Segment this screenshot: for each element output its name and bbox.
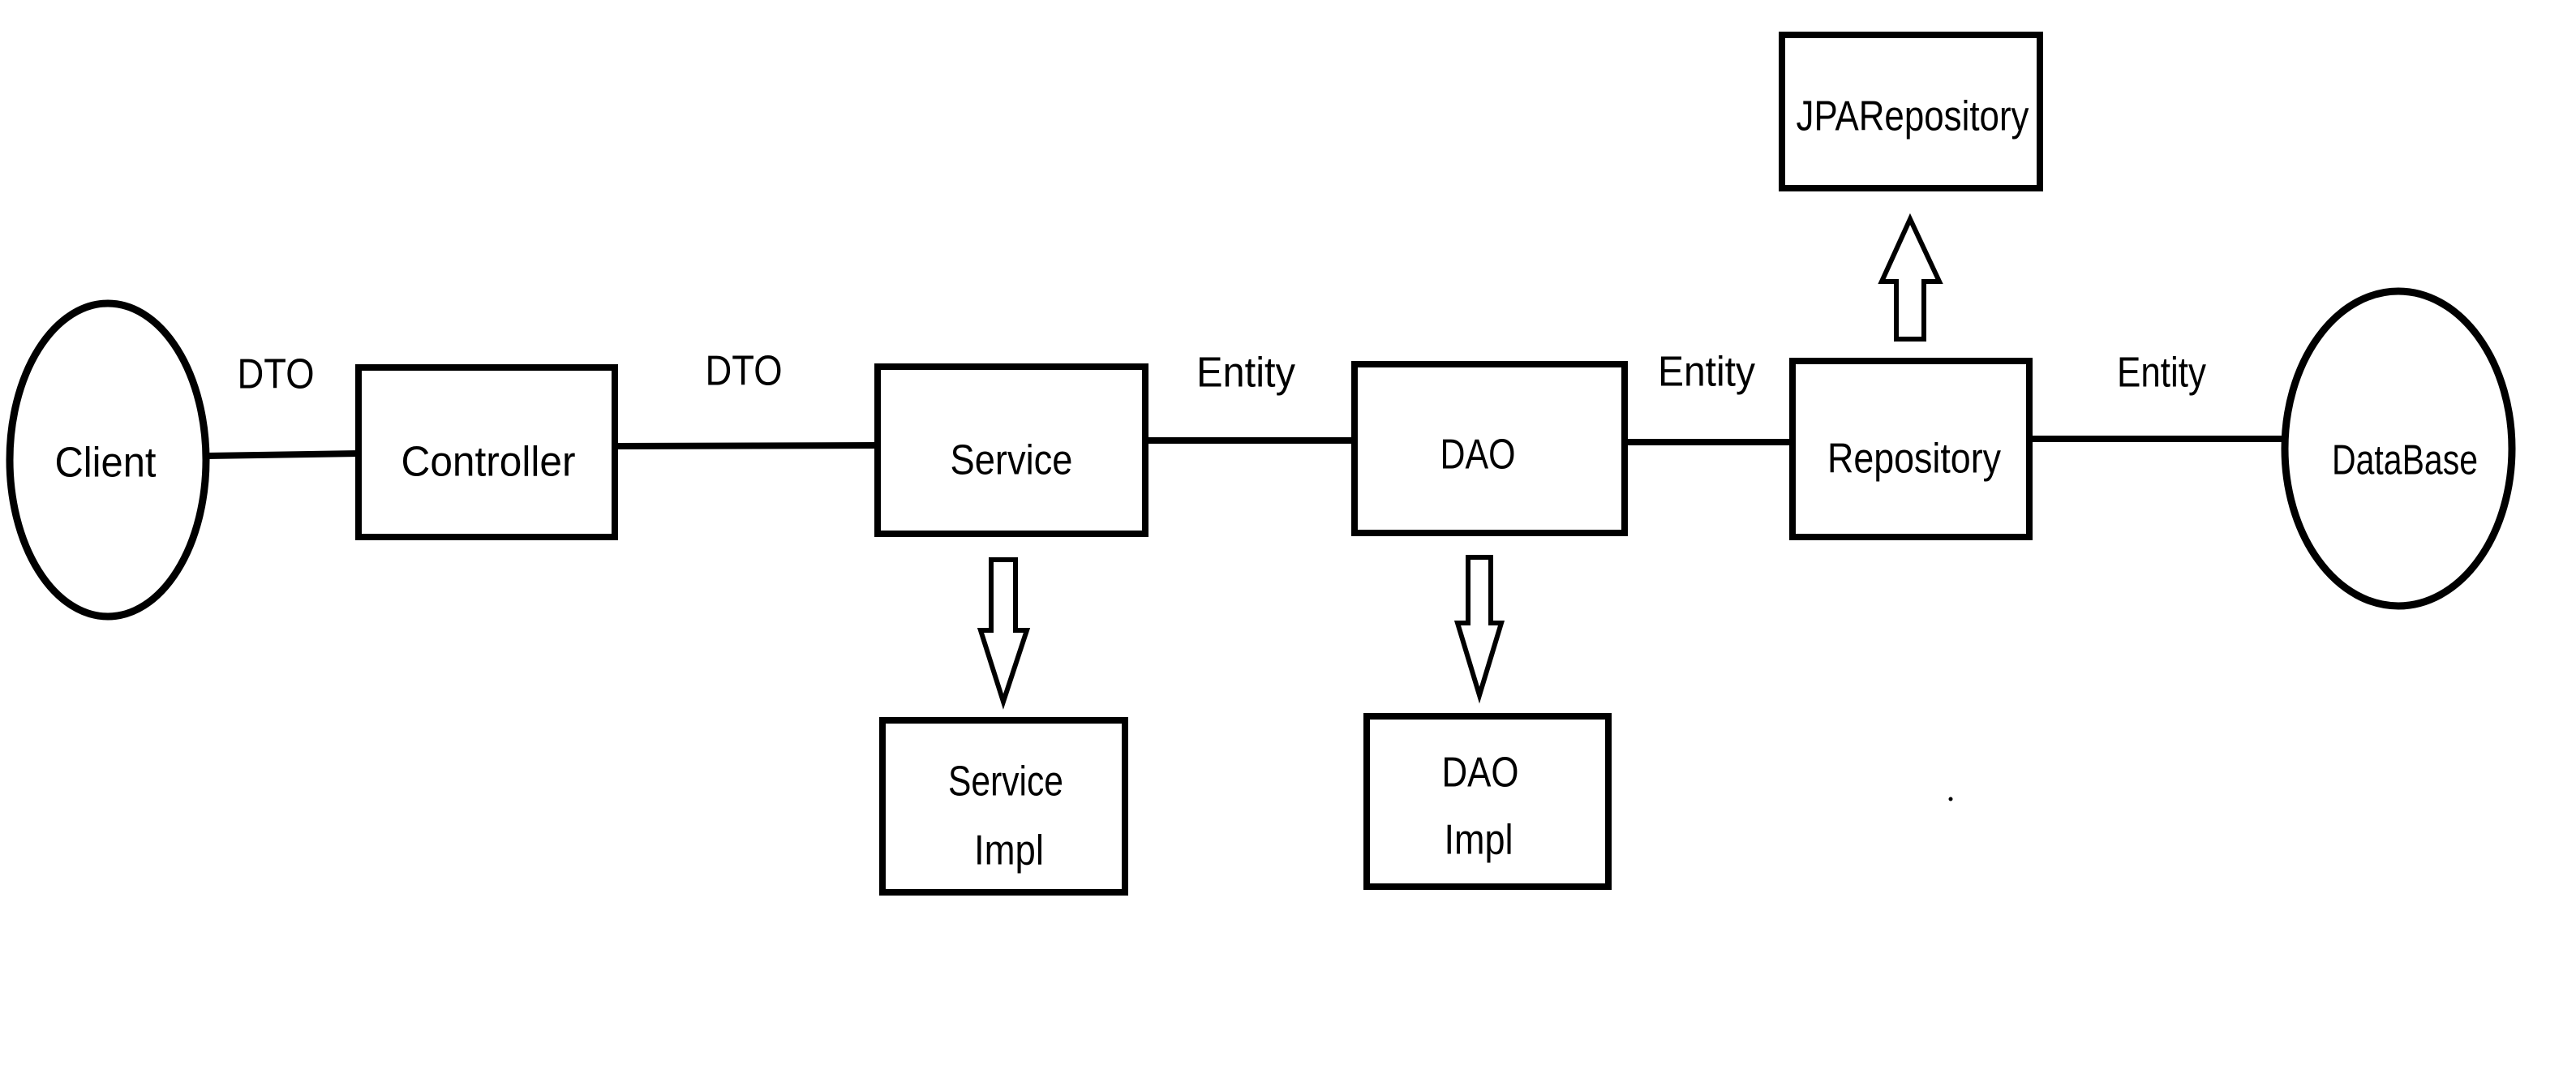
edge-label-entity-1: Entity: [1196, 350, 1295, 397]
stray-dot-artifact: [1948, 797, 1953, 801]
edge-label-entity-2: Entity: [1658, 349, 1755, 396]
node-repository-label: Repository: [1827, 436, 2001, 483]
node-client-label: Client: [55, 440, 157, 487]
node-jparepository-label: JPARepository: [1797, 93, 2029, 140]
node-database-ellipse: [2281, 287, 2516, 610]
node-jparepository-box: [1779, 32, 2043, 191]
node-daoimpl-label-line1: DAO: [1442, 750, 1519, 797]
node-dao-box: [1351, 361, 1628, 536]
node-database-label: DataBase: [2332, 437, 2478, 484]
block-arrow-repository-to-jparepository: [1878, 213, 1943, 342]
node-controller-label: Controller: [401, 439, 576, 486]
node-service-label: Service: [951, 437, 1073, 484]
node-daoimpl-box: [1363, 713, 1612, 890]
edge-client-controller: [204, 450, 361, 459]
node-serviceimpl-label-line1: Service: [948, 758, 1063, 806]
block-arrow-service-to-serviceimpl: [977, 557, 1031, 710]
edge-label-entity-3: Entity: [2117, 350, 2206, 397]
edge-controller-service: [614, 442, 878, 449]
node-serviceimpl-box: [879, 717, 1128, 896]
node-daoimpl-label-line2: Impl: [1445, 817, 1513, 864]
node-client-ellipse: [6, 299, 210, 621]
block-arrow-dao-to-daoimpl: [1453, 555, 1505, 704]
node-controller-box: [355, 364, 618, 540]
edge-label-dto-1: DTO: [238, 351, 315, 398]
node-service-box: [874, 363, 1148, 537]
node-serviceimpl-label-line2: Impl: [974, 827, 1044, 874]
node-dao-label: DAO: [1440, 432, 1516, 479]
edge-label-dto-2: DTO: [706, 348, 783, 395]
node-repository-box: [1789, 358, 2033, 540]
